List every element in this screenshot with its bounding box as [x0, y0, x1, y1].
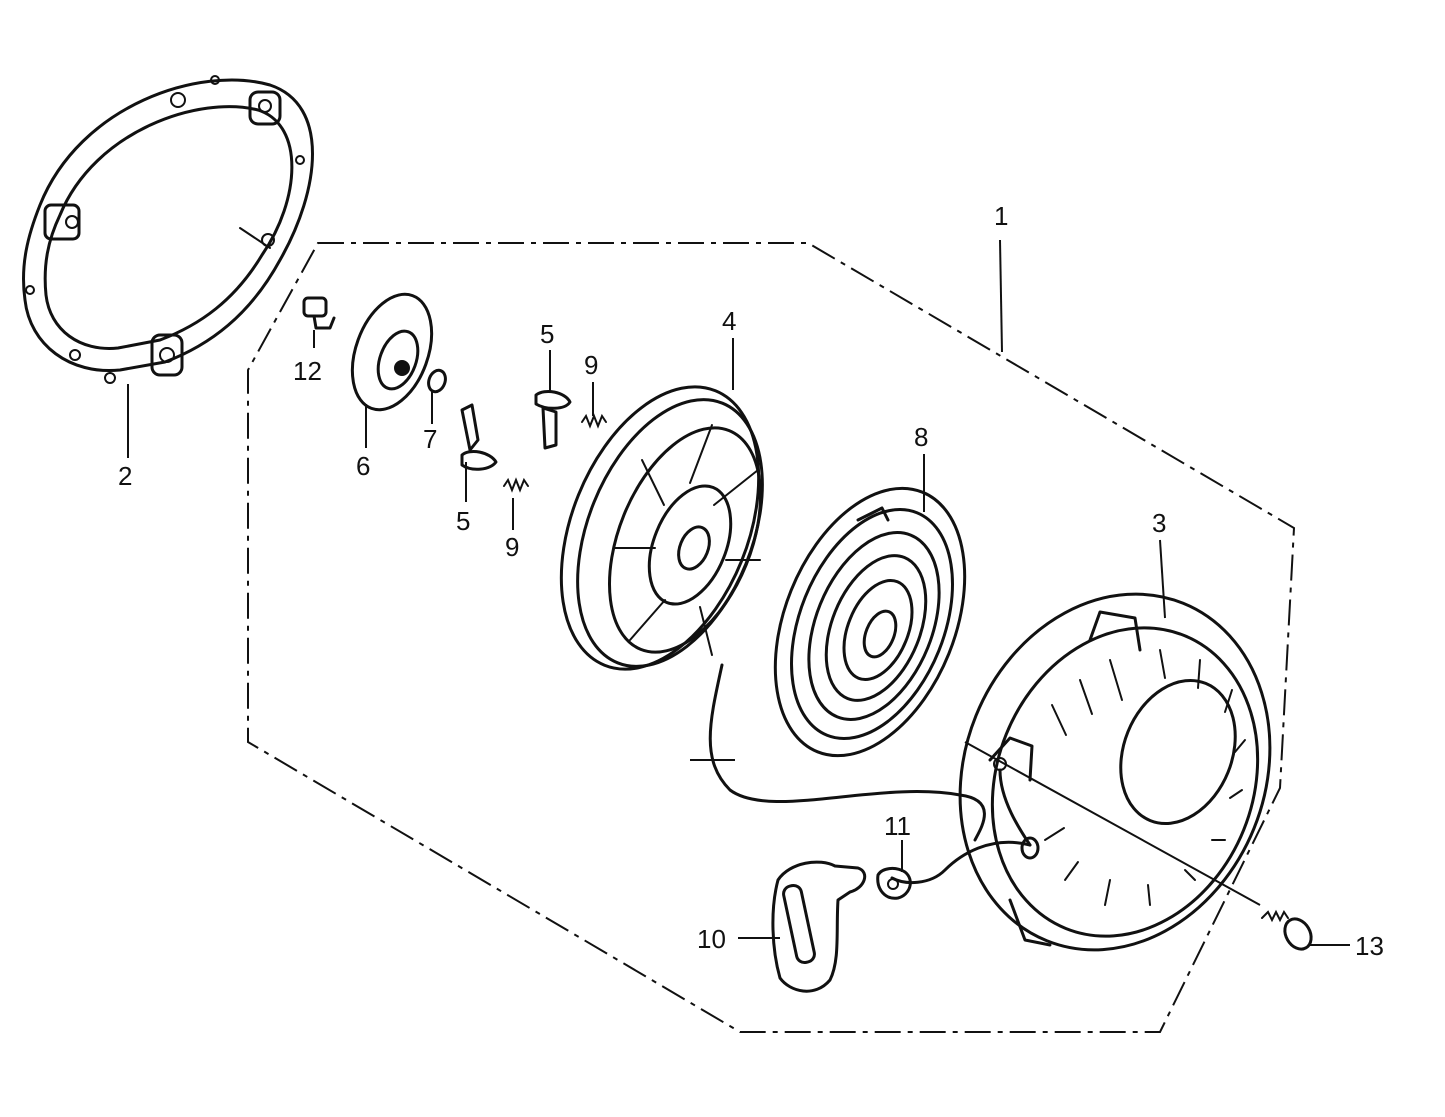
callout-3: 3 — [1152, 508, 1166, 538]
starter-grip — [771, 860, 867, 993]
leader-3 — [1159, 539, 1166, 619]
ratchet-spring-lower — [503, 477, 529, 493]
callout-8: 8 — [914, 422, 928, 452]
callout-1: 1 — [994, 201, 1008, 231]
starter-case — [958, 592, 1272, 952]
recoil-spring — [773, 486, 967, 758]
callout-5-upper: 5 — [540, 319, 554, 349]
starter-rope-end — [890, 840, 1032, 884]
callout-9-lower: 9 — [505, 532, 519, 562]
callout-2: 2 — [118, 461, 132, 491]
friction-clip — [427, 368, 447, 394]
starter-rope — [708, 663, 986, 842]
callout-6: 6 — [356, 451, 370, 481]
guard-ring — [21, 75, 314, 384]
ratchet-upper — [534, 390, 572, 450]
ratchet-guide — [350, 292, 434, 412]
starter-reel — [559, 385, 764, 671]
rope-knot — [876, 866, 912, 900]
assembly-boundary — [247, 242, 1296, 1033]
callout-11: 11 — [884, 811, 911, 841]
callout-10: 10 — [697, 924, 726, 954]
flange-bolt — [1261, 909, 1313, 951]
ratchet-lower — [460, 403, 498, 471]
leader-3-axis — [964, 741, 1261, 906]
callout-9-upper: 9 — [584, 350, 598, 380]
callout-4: 4 — [722, 306, 736, 336]
callout-7: 7 — [423, 424, 437, 454]
callout-13: 13 — [1355, 931, 1384, 961]
callout-12: 12 — [293, 356, 322, 386]
leader-1 — [999, 239, 1003, 353]
callout-5-lower: 5 — [456, 506, 470, 536]
ratchet-spring-upper — [581, 413, 607, 429]
setting-bolt — [302, 296, 336, 330]
